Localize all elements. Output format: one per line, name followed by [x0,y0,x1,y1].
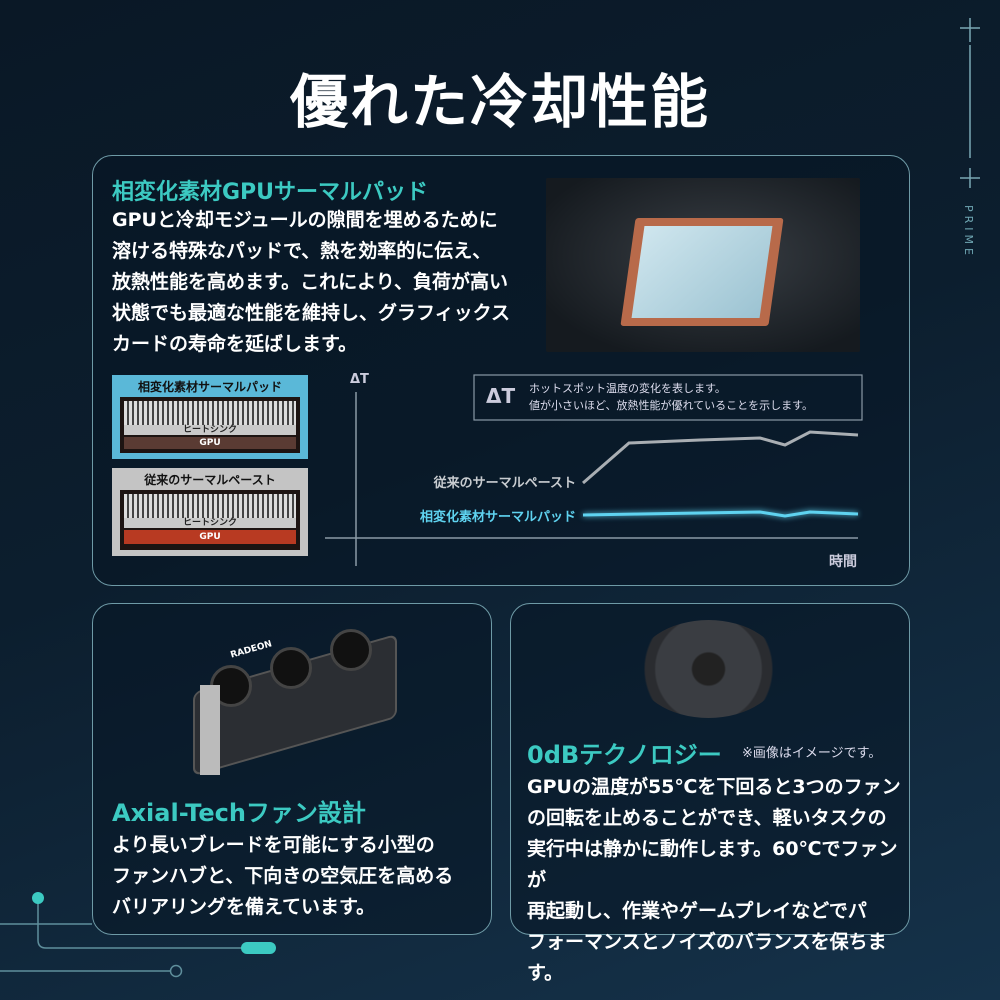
fan-image [636,620,781,718]
thermal-pad-description: GPUと冷却モジュールの隙間を埋めるために 溶ける特殊なパッドで、熱を効率的に伝… [112,209,511,355]
legend-line: 値が小さいほど、放熱性能が優れていることを示します。 [529,399,814,412]
legend-symbol: ΔT [486,384,516,408]
page-title: 優れた冷却性能 [289,68,710,136]
series-label-paste: 従来のサーマルペースト [433,476,576,491]
thermal-pad-diagram: 相変化素材サーマルパッド ヒートシンク GPU [112,375,308,459]
gpu-label: GPU [124,530,296,544]
thermal-paste-diagram: 従来のサーマルペースト ヒートシンク GPU [112,468,308,556]
brand-label: PRIME [962,205,975,259]
series-thermal-paste-line [582,430,859,485]
legend-text: ホットスポット温度の変化を表します。 値が小さいほど、放熱性能が優れていることを… [529,380,813,414]
legend-box [473,374,863,421]
paste-box-title: 従来のサーマルペースト [144,473,276,487]
axial-tech-description: より長いブレードを可能にする小型の ファンハブと、下向きの空気圧を高める バリア… [112,834,454,918]
x-axis-label: 時間 [829,554,857,570]
legend-line: ホットスポット温度の変化を表します。 [529,382,726,395]
thermal-pad-heading: 相変化素材GPUサーマルパッド [112,180,429,205]
zero-db-description: GPUの温度が55℃を下回ると3つのファン の回転を止めることができ、軽いタスク… [527,776,901,984]
image-note: ※画像はイメージです。 [742,746,882,761]
zero-db-heading: 0dBテクノロジー [527,741,722,769]
axial-tech-heading: Axial-Techファン設計 [112,799,366,827]
series-label-pad: 相変化素材サーマルパッド [419,510,576,525]
graphics-card-image: RADEON [190,625,405,775]
y-axis-label: ΔT [350,372,369,387]
card-brand-label: RADEON [229,639,274,661]
series-thermal-pad-line [582,510,859,518]
gpu-label: GPU [124,437,296,449]
heatsink-label: ヒートシンク [124,425,296,435]
heatsink-label: ヒートシンク [124,518,296,528]
gpu-die-photo [546,178,860,352]
pad-box-title: 相変化素材サーマルパッド [137,380,282,394]
